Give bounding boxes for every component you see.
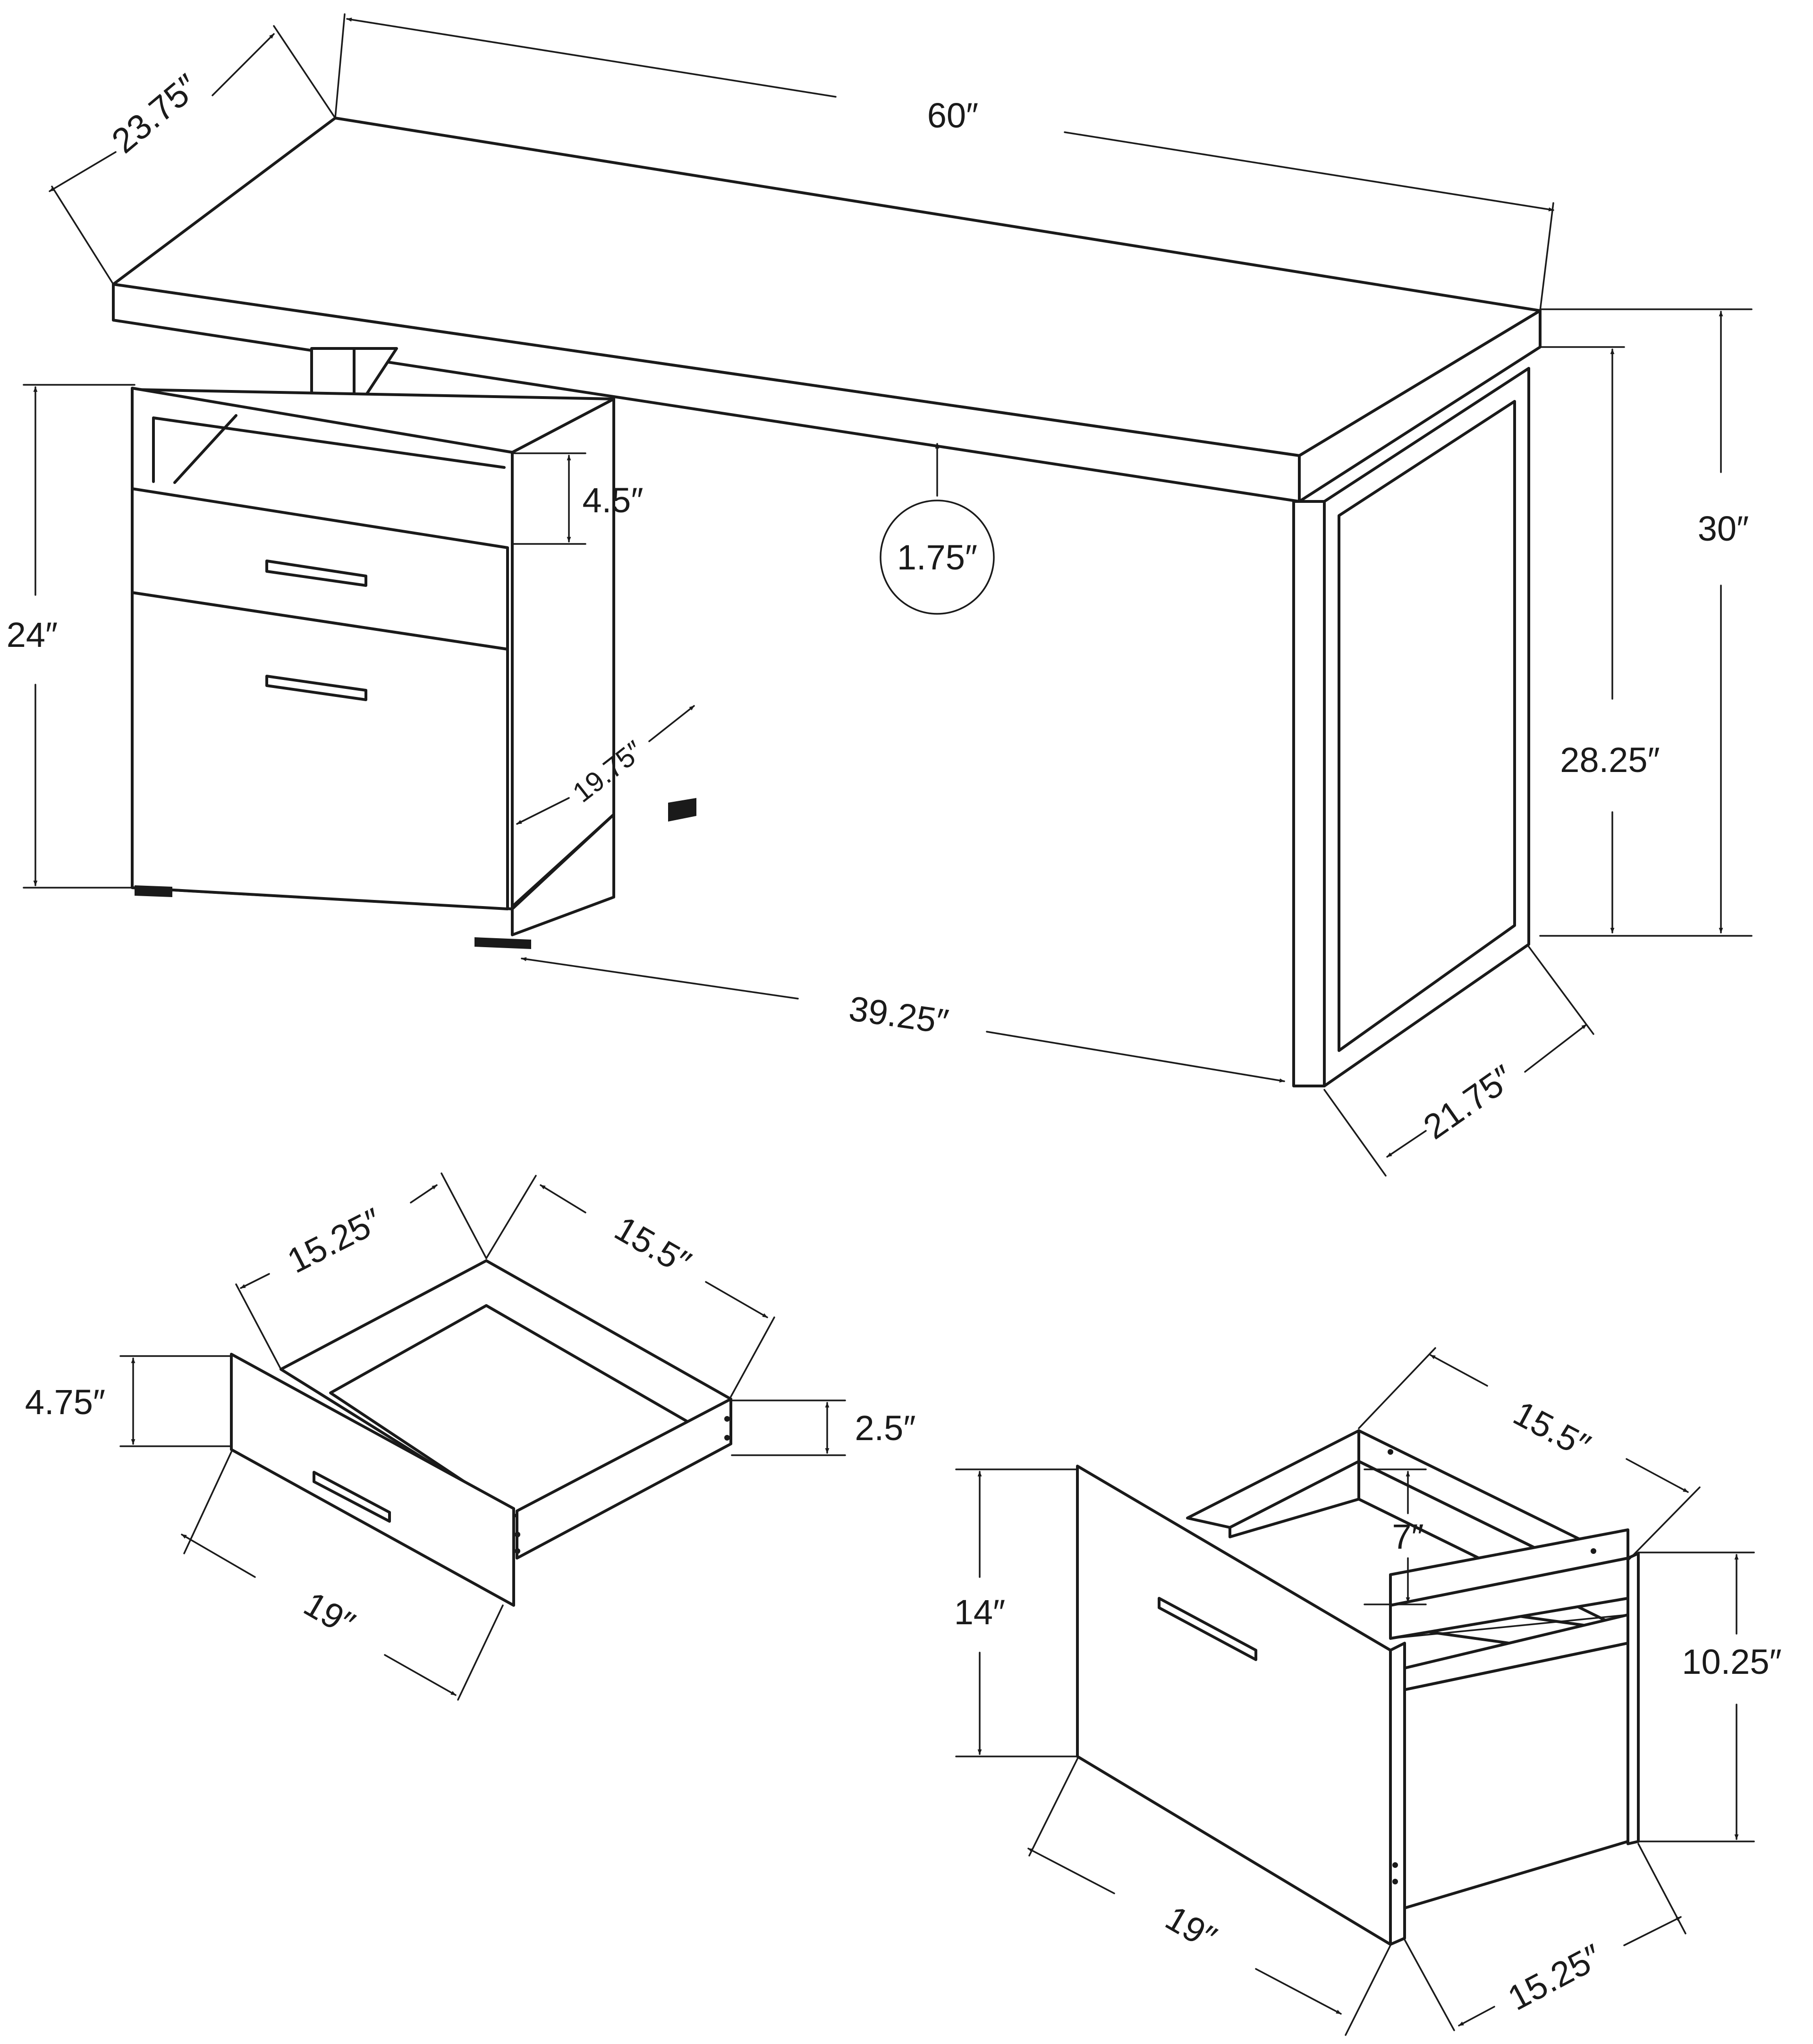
dimension-top-thickness: 1.75″ <box>880 443 995 615</box>
label-top-thickness: 1.75″ <box>897 538 977 577</box>
dimension-knee-space-width: 39.25″ <box>521 957 1285 1083</box>
label-open-shelf-height: 4.5″ <box>582 481 643 520</box>
label-small-front-width: 19″ <box>297 1584 361 1644</box>
label-underside-height: 28.25″ <box>1560 740 1660 780</box>
file-drawer-drawing: 19″ 14″ 7″ 10.25″ 15 <box>954 1347 1782 2036</box>
dimension-width: 60″ <box>334 13 1554 312</box>
dimension-small-inner-height: 2.5″ <box>731 1399 916 1456</box>
dimension-pedestal-height: 24″ <box>7 384 136 889</box>
desk-top <box>112 117 1542 503</box>
label-file-rail-height: 7″ <box>1392 1517 1423 1556</box>
label-pedestal-height: 24″ <box>7 615 58 654</box>
label-leg-depth: 21.75″ <box>1416 1057 1521 1146</box>
label-desk-height: 30″ <box>1698 509 1749 548</box>
label-desk-width: 60″ <box>927 96 979 135</box>
dimension-height: 30″ <box>1539 308 1753 937</box>
dimension-small-front-height: 4.75″ <box>25 1355 232 1447</box>
label-file-inner-depth: 15.5″ <box>1507 1393 1596 1466</box>
label-small-inner-width: 15.25″ <box>281 1200 388 1281</box>
dimension-open-shelf-height: 4.5″ <box>511 452 644 545</box>
small-drawer-drawing: 19″ 4.75″ 2.5″ 15.25″ 15.5″ <box>25 1172 916 1701</box>
pedestal-cabinet <box>131 387 696 949</box>
label-file-front-width: 19″ <box>1159 1898 1223 1958</box>
detail-circle <box>880 500 995 615</box>
dimension-file-inner-height: 10.25″ <box>1637 1552 1782 1842</box>
label-desk-depth: 23.75″ <box>104 67 206 161</box>
label-small-inner-depth: 15.5″ <box>608 1208 697 1282</box>
dimension-underside-height: 28.25″ <box>1539 346 1660 933</box>
label-file-inner-height: 10.25″ <box>1682 1642 1781 1681</box>
small-drawer-box <box>230 1259 732 1607</box>
label-file-inner-width: 15.25″ <box>1501 1936 1608 2018</box>
dimension-file-rail-height: 7″ <box>1364 1468 1427 1605</box>
dimension-file-front-height: 14″ <box>954 1468 1078 1757</box>
file-drawer-box <box>1076 1429 1640 1946</box>
desk-leg-frame <box>1292 367 1530 1087</box>
label-small-inner-height: 2.5″ <box>855 1408 915 1448</box>
desk-drawing: 60″ 23.75″ 30″ 28.25″ 1.75″ <box>7 13 1753 1177</box>
label-knee-space-width: 39.25″ <box>847 989 951 1042</box>
label-file-front-height: 14″ <box>954 1593 1006 1632</box>
label-small-front-height: 4.75″ <box>25 1382 105 1422</box>
